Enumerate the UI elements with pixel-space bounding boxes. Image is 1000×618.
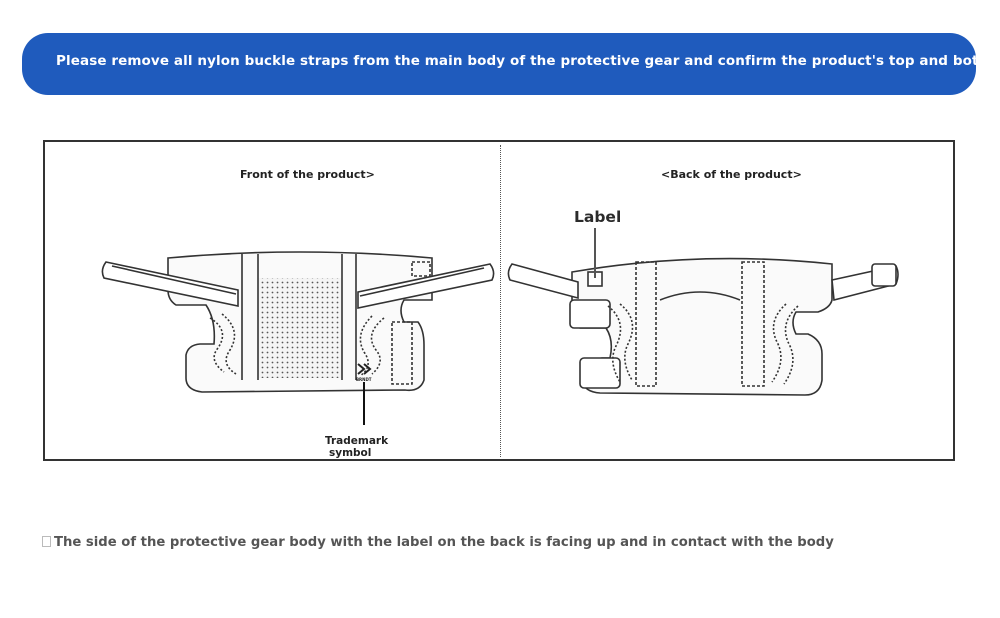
trademark-callout: Trademark symbol (325, 435, 388, 459)
diagram-divider (500, 145, 501, 457)
front-caption: Front of the product> (240, 168, 375, 181)
brand-mark-text: BRNDT (356, 377, 372, 382)
note-text: The side of the protective gear body wit… (54, 535, 834, 550)
banner-text: Please remove all nylon buckle straps fr… (56, 53, 976, 69)
label-callout-text: Label (574, 208, 622, 226)
back-view-drawing (507, 257, 899, 396)
trademark-line1: Trademark (325, 435, 389, 447)
front-view-drawing (101, 251, 495, 393)
note-bullet-icon (42, 536, 51, 547)
trademark-line2: symbol (329, 447, 372, 459)
instruction-banner: Please remove all nylon buckle straps fr… (22, 33, 976, 95)
product-diagram-frame (43, 140, 955, 461)
back-caption: <Back of the product> (661, 168, 802, 181)
instruction-note: The side of the protective gear body wit… (42, 535, 834, 550)
trademark-logo-icon: BRNDT (356, 363, 372, 382)
